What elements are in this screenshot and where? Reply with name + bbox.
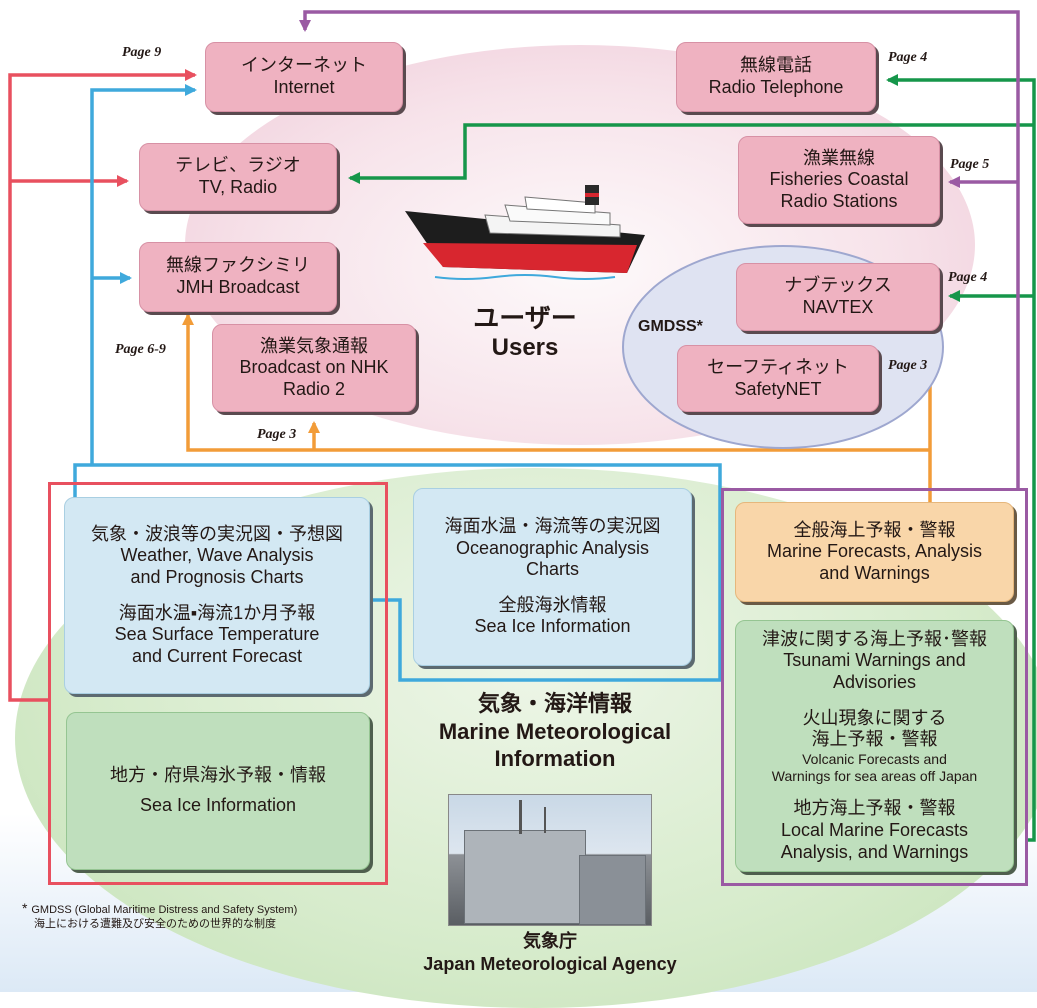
fisheries-node: 漁業無線 Fisheries Coastal Radio Stations xyxy=(738,136,940,224)
fisheries-en1: Fisheries Coastal xyxy=(769,169,909,190)
marine-jp: 全般海上予報・警報 xyxy=(793,519,956,540)
marine-en1: Marine Forecasts, Analysis xyxy=(766,541,983,562)
jmh-en: JMH Broadcast xyxy=(176,277,300,297)
internet-en: Internet xyxy=(273,77,335,97)
volcano-jp2: 海上予報・警報 xyxy=(811,729,938,750)
tsunami-en1: Tsunami Warnings and xyxy=(783,650,966,671)
blue-connector xyxy=(73,84,722,682)
radio-tel-en: Radio Telephone xyxy=(708,77,844,97)
seaice-en: Sea Ice Information xyxy=(474,616,631,637)
purple-group-outline xyxy=(721,488,1028,886)
sst-en1: Sea Surface Temperature xyxy=(114,624,320,645)
weather-charts-box: 気象・波浪等の実況図・予想図 Weather, Wave Analysis an… xyxy=(64,497,370,694)
footnote-line1-text: GMDSS (Global Maritime Distress and Safe… xyxy=(31,904,298,916)
tsunami-en2: Advisories xyxy=(832,672,917,693)
fisheries-en2: Radio Stations xyxy=(780,190,898,211)
tsunami-jp: 津波に関する海上予報･警報 xyxy=(762,628,987,649)
tv-radio-jp: テレビ、ラジオ xyxy=(175,155,301,176)
sst-jp: 海面水温▪海流1か月予報 xyxy=(118,602,316,623)
weather-en2: and Prognosis Charts xyxy=(130,566,304,587)
safetynet-en: SafetyNET xyxy=(734,378,822,399)
jmh-node: 無線ファクシミリ JMH Broadcast xyxy=(139,242,337,312)
tsunami-volcano-local-box: 津波に関する海上予報･警報 Tsunami Warnings and Advis… xyxy=(735,620,1014,872)
ship-illustration xyxy=(405,185,645,280)
footnote-line2: 海上における遭難及び安全のための世界的な制度 xyxy=(34,918,276,931)
red-connector xyxy=(8,69,197,702)
page-ref-radio-tel: Page 4 xyxy=(888,50,928,65)
gmdss-label: GMDSS* xyxy=(638,318,703,335)
green-connector xyxy=(348,74,1036,842)
tv-radio-en: TV, Radio xyxy=(198,177,278,197)
agency-label: 気象庁 Japan Meteorological Agency xyxy=(400,930,700,975)
users-jp: ユーザー xyxy=(473,303,577,333)
nhk-en1: Broadcast on NHK xyxy=(239,357,389,378)
navtex-en: NAVTEX xyxy=(802,297,874,317)
agency-jp: 気象庁 xyxy=(523,931,577,951)
local-marine-en1: Local Marine Forecasts xyxy=(780,819,969,840)
page-ref-safetynet: Page 3 xyxy=(888,358,928,373)
navtex-node: ナブテックス NAVTEX xyxy=(736,263,940,331)
seaice-jp: 全般海氷情報 xyxy=(498,594,607,615)
users-title: ユーザー Users xyxy=(455,303,595,363)
radio-tel-jp: 無線電話 xyxy=(740,55,812,76)
asterisk: * xyxy=(22,900,32,916)
jma-building-photo xyxy=(448,794,652,926)
volcano-jp1: 火山現象に関する xyxy=(802,707,947,728)
sst-en2: and Current Forecast xyxy=(131,645,303,666)
internet-node: インターネット Internet xyxy=(205,42,403,112)
local-ice-jp: 地方・府県海氷予報・情報 xyxy=(110,765,326,786)
page-ref-navtex: Page 4 xyxy=(948,270,988,285)
nhk-node: 漁業気象通報 Broadcast on NHK Radio 2 xyxy=(212,324,416,412)
safetynet-node: セーフティネット SafetyNET xyxy=(677,345,879,412)
footnote-line1: * GMDSS (Global Maritime Distress and Sa… xyxy=(22,899,402,917)
marine-info-en1: Marine Meteorological xyxy=(438,718,672,744)
marine-info-en2: Information xyxy=(494,746,616,771)
local-sea-ice-box: 地方・府県海氷予報・情報 Sea Ice Information xyxy=(66,712,370,870)
local-marine-en2: Analysis, and Warnings xyxy=(780,841,969,862)
marine-info-jp: 気象・海洋情報 xyxy=(477,691,632,716)
internet-jp: インターネット xyxy=(241,55,367,76)
marine-info-title: 気象・海洋情報 Marine Meteorological Informatio… xyxy=(410,690,700,773)
volcano-en1: Volcanic Forecasts and xyxy=(802,750,947,767)
safetynet-jp: セーフティネット xyxy=(707,356,849,377)
gmdss-footnote: * GMDSS (Global Maritime Distress and Sa… xyxy=(22,899,402,932)
red-group-outline xyxy=(48,482,388,885)
oceanographic-box: 海面水温・海流等の実況図 Oceanographic Analysis Char… xyxy=(413,488,692,666)
weather-en1: Weather, Wave Analysis xyxy=(120,545,314,566)
nhk-en2: Radio 2 xyxy=(282,378,346,399)
navtex-jp: ナブテックス xyxy=(784,275,892,296)
agency-en: Japan Meteorological Agency xyxy=(423,953,677,974)
marine-forecasts-box: 全般海上予報・警報 Marine Forecasts, Analysis and… xyxy=(735,502,1014,602)
local-marine-jp: 地方海上予報・警報 xyxy=(793,798,956,819)
weather-jp: 気象・波浪等の実況図・予想図 xyxy=(91,523,343,544)
jmh-jp: 無線ファクシミリ xyxy=(166,255,310,276)
ocean-en1: Oceanographic Analysis xyxy=(455,537,650,558)
fisheries-jp: 漁業無線 xyxy=(803,147,875,168)
radio-telephone-node: 無線電話 Radio Telephone xyxy=(676,42,876,112)
ocean-en2: Charts xyxy=(525,559,579,580)
volcano-en2: Warnings for sea areas off Japan xyxy=(771,767,978,784)
page-ref-internet: Page 9 xyxy=(122,45,162,60)
users-en: Users xyxy=(491,334,559,362)
ocean-jp: 海面水温・海流等の実況図 xyxy=(444,516,661,537)
local-ice-en: Sea Ice Information xyxy=(139,795,297,815)
page-ref-nhk: Page 3 xyxy=(257,427,297,442)
page-ref-fisheries: Page 5 xyxy=(950,157,990,172)
purple-connector xyxy=(299,10,1020,488)
tv-radio-node: テレビ、ラジオ TV, Radio xyxy=(139,143,337,211)
marine-en2: and Warnings xyxy=(819,562,930,583)
nhk-jp: 漁業気象通報 xyxy=(260,335,368,356)
page-ref-jmh: Page 6-9 xyxy=(115,342,166,357)
